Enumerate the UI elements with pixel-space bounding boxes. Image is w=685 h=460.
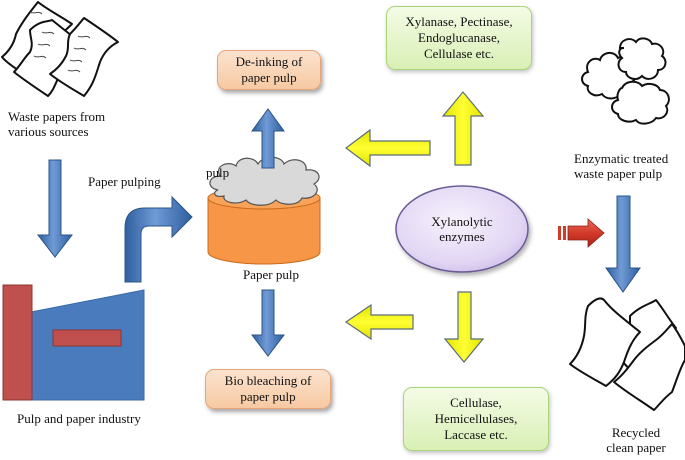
xylanolytic-line-2: enzymes: [439, 229, 485, 244]
enzymes-bottom-line-1: Cellulase,: [450, 395, 502, 410]
biobleaching-box: Bio bleaching of paper pulp: [205, 369, 331, 409]
pulp-industry-label: Pulp and paper industry: [17, 411, 141, 426]
enzymes-top-line-1: Xylanase, Pectinase,: [405, 14, 513, 29]
xylanolytic-enzymes-ellipse: [395, 185, 529, 273]
arrow-bottom-enzymes-to-pulp: [344, 303, 414, 341]
enzymes-bottom-box: Cellulase, Hemicellulases, Laccase etc.: [403, 387, 549, 451]
arrow-top-enzymes-to-pulp: [345, 128, 431, 168]
waste-papers-icon: [1, 1, 119, 97]
arrow-paper-pulping: [124, 195, 193, 283]
arrow-xylanolytic-to-treated-pulp: [558, 218, 605, 248]
arrow-waste-to-industry: [36, 159, 74, 258]
arrow-xylanolytic-to-bottom-enzymes: [443, 291, 485, 363]
paper-pulping-label: Paper pulping: [88, 174, 161, 189]
biobleaching-line-2: paper pulp: [240, 389, 296, 404]
deinking-box: De-inking of paper pulp: [217, 50, 321, 90]
enzymes-bottom-line-3: Laccase etc.: [444, 427, 508, 442]
recycled-line-1: Recycled: [611, 425, 661, 440]
recycled-line-2: clean paper: [606, 440, 666, 455]
treated-pulp-clouds-icon: [581, 37, 670, 125]
xylanolytic-label: Xylanolytic enzymes: [412, 214, 512, 244]
recycled-paper-icon: [569, 297, 685, 411]
enzymes-top-line-3: Cellulase etc.: [423, 46, 495, 61]
waste-papers-line-1: Waste papers from: [8, 109, 106, 124]
arrow-pulp-to-deinking: [251, 108, 285, 169]
biobleaching-line-1: Bio bleaching of: [224, 373, 312, 388]
xylanolytic-line-1: Xylanolytic: [431, 214, 493, 229]
arrow-treated-to-recycled: [605, 195, 641, 293]
deinking-line-1: De-inking of: [235, 54, 303, 69]
enzymes-top-box: Xylanase, Pectinase, Endoglucanase, Cell…: [386, 6, 532, 70]
deinking-line-2: paper pulp: [241, 70, 297, 85]
enzymatic-treated-label: Enzymatic treated waste paper pulp: [574, 151, 685, 181]
factory-icon: [2, 284, 145, 401]
enzymes-top-line-2: Endoglucanase,: [418, 30, 500, 45]
recycled-label: Recycled clean paper: [596, 425, 676, 455]
arrow-pulp-to-biobleaching: [250, 289, 286, 357]
pulp-cloud-icon: [209, 156, 320, 206]
enzymatic-treated-line-1: Enzymatic treated: [574, 151, 669, 166]
waste-papers-line-2: various sources: [8, 124, 89, 139]
arrow-xylanolytic-to-top-enzymes: [441, 91, 485, 166]
enzymes-bottom-line-2: Hemicellulases,: [434, 411, 518, 426]
waste-papers-label: Waste papers from various sources: [8, 109, 105, 139]
pulp-label: pulp: [206, 165, 230, 180]
paper-pulp-label: Paper pulp: [243, 267, 299, 282]
enzymatic-treated-line-2: waste paper pulp: [574, 166, 663, 181]
